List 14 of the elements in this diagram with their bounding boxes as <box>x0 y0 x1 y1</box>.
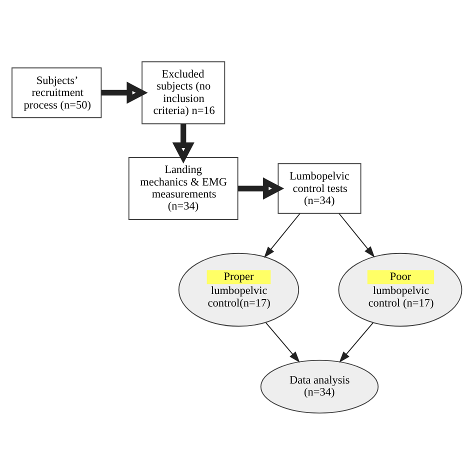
arrow <box>172 123 194 163</box>
node-ellipse: Proper lumbopelvic control(n=17) <box>178 252 300 326</box>
node-box: Excluded subjects (no inclusion criteria) n=16 <box>142 60 226 124</box>
arrow <box>264 212 300 258</box>
node-box: Landing mechanics & EMG measurements (n=34) <box>128 156 238 220</box>
node-ellipse: Data analysis (n=34) <box>260 359 379 414</box>
arrow <box>339 322 374 362</box>
node-box: Lumbopelvic control tests (n=34) <box>278 162 362 214</box>
arrow <box>338 212 375 257</box>
arrow <box>101 81 148 104</box>
node-ellipse: Poor lumbopelvic control (n=17) <box>338 252 462 326</box>
arrow <box>238 176 284 200</box>
arrow <box>265 322 300 362</box>
node-box: Subjects’ recruitment process (n=50) <box>12 66 102 118</box>
